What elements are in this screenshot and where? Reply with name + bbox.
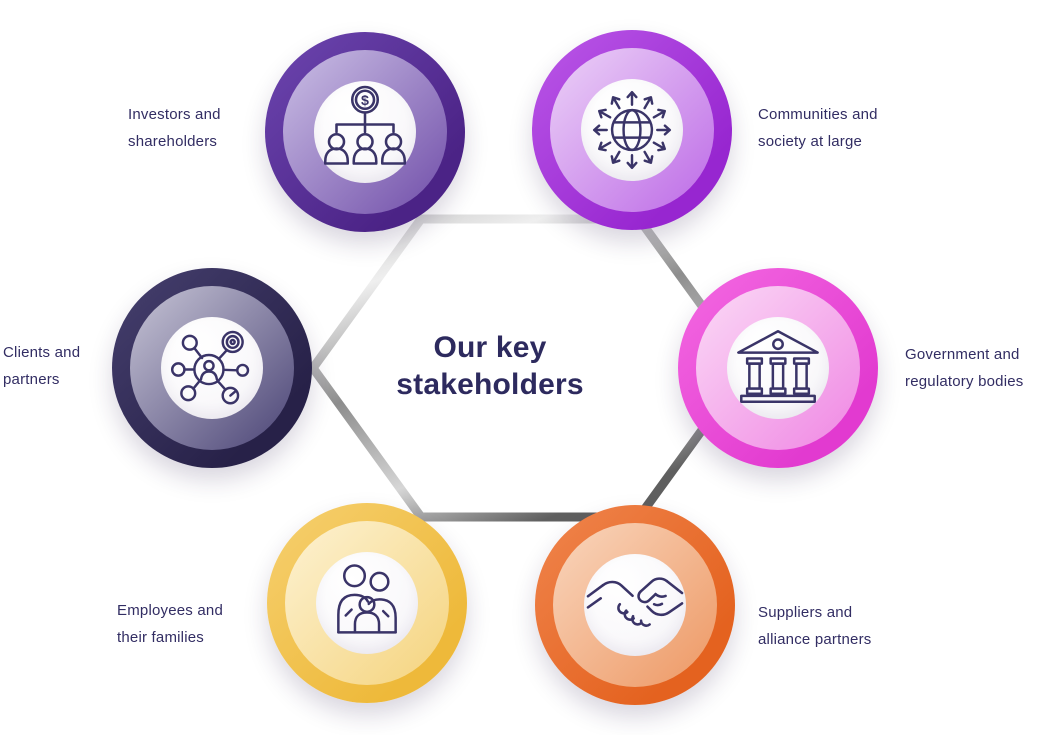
government-face xyxy=(727,317,829,419)
stakeholder-node-suppliers xyxy=(535,505,735,705)
stakeholder-label-government: Government and regulatory bodies xyxy=(905,346,1024,390)
clients-inner-ring xyxy=(130,286,294,450)
clients-outer-ring xyxy=(112,268,312,468)
stakeholder-label-investors: Investors and shareholders xyxy=(128,106,221,150)
stakeholder-label-clients: Clients and partners xyxy=(3,344,81,388)
communities-outer-ring xyxy=(532,30,732,230)
government-outer-ring xyxy=(678,268,878,468)
stakeholder-node-communities xyxy=(532,30,732,230)
government-inner-ring xyxy=(696,286,860,450)
stakeholder-node-employees xyxy=(267,503,467,703)
communities-face xyxy=(581,79,683,181)
svg-text:$: $ xyxy=(361,93,369,109)
bank-building-icon xyxy=(737,330,819,404)
globe-arrows-icon xyxy=(592,90,672,170)
stakeholder-label-employees: Employees and their families xyxy=(117,602,223,646)
stakeholder-node-investors: $ xyxy=(265,32,465,232)
shareholders-org-chart-icon: $ xyxy=(323,85,407,165)
person-network-icon xyxy=(170,330,250,405)
employees-face xyxy=(316,552,418,654)
family-icon xyxy=(337,564,397,634)
stakeholder-label-communities: Communities and society at large xyxy=(758,106,878,150)
investors-face: $ xyxy=(314,81,416,183)
stakeholder-node-government xyxy=(678,268,878,468)
employees-outer-ring xyxy=(267,503,467,703)
suppliers-outer-ring xyxy=(535,505,735,705)
employees-inner-ring xyxy=(285,521,449,685)
communities-inner-ring xyxy=(550,48,714,212)
stakeholder-node-clients xyxy=(112,268,312,468)
investors-outer-ring: $ xyxy=(265,32,465,232)
clients-face xyxy=(161,317,263,419)
suppliers-face xyxy=(584,554,686,656)
diagram-title: Our key stakeholders xyxy=(396,331,584,401)
investors-inner-ring: $ xyxy=(283,50,447,214)
stakeholder-label-suppliers: Suppliers and alliance partners xyxy=(758,604,872,648)
handshake-icon xyxy=(586,577,684,627)
suppliers-inner-ring xyxy=(553,523,717,687)
